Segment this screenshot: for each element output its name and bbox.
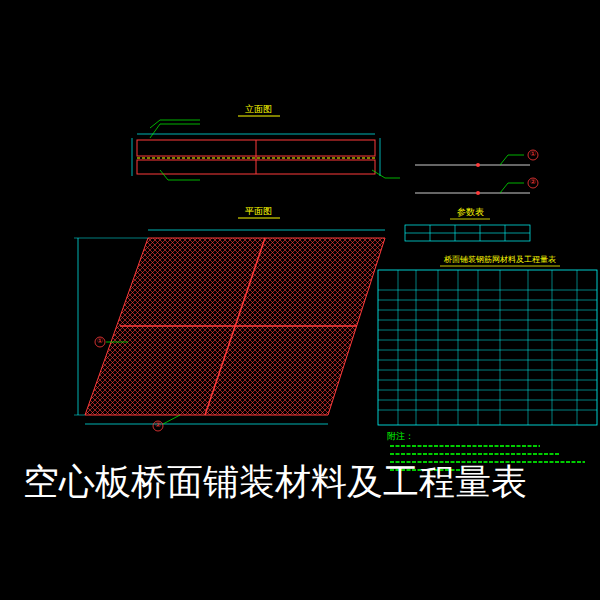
view-title: 立面图 [245,105,272,115]
view-title: 平面图 [245,207,272,217]
callout-number: ② [155,422,161,430]
callout-number: ① [530,151,536,159]
callout-number: ② [530,179,536,187]
table-title: 参数表 [457,208,484,218]
table-title: 桥面铺装钢筋网材料及工程量表 [444,256,556,265]
callout-number: ① [97,338,103,346]
sheet-title: 空心板桥面铺装材料及工程量表 [23,462,527,502]
notes-heading: 附注： [387,432,414,442]
